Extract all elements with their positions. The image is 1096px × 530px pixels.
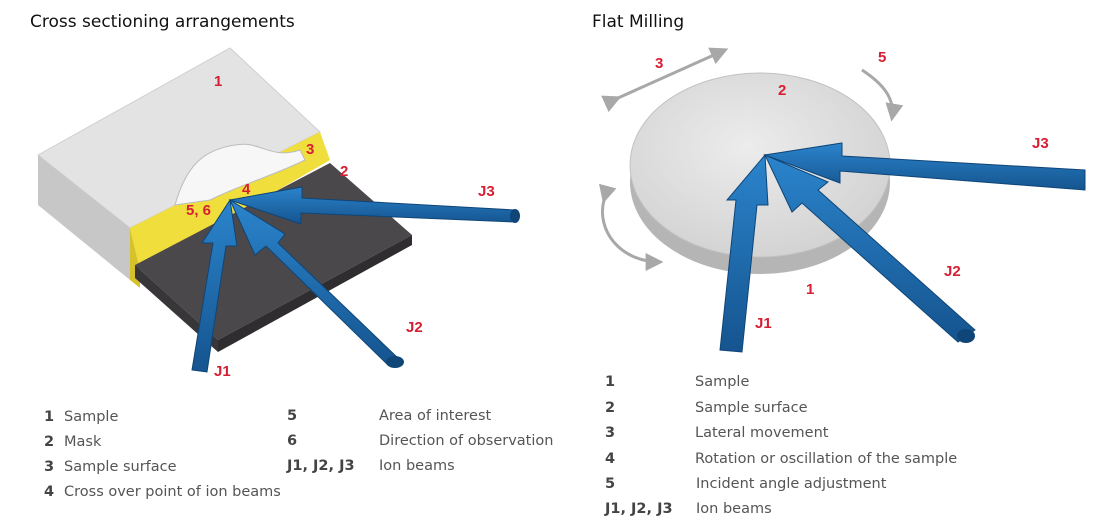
label-sample-right: 1 — [806, 281, 814, 298]
beam-j3-left — [229, 186, 516, 225]
legend-key: 3 — [605, 425, 616, 441]
label-beam-j2-left: J2 — [406, 319, 423, 336]
sample-plate-side — [135, 265, 218, 352]
legend-key: 5 — [605, 476, 616, 492]
legend-text: Direction of observation — [379, 433, 554, 449]
legend-text: Sample — [64, 409, 119, 425]
label-area-direction: 5, 6 — [186, 202, 211, 219]
left-diagram-title: Cross sectioning arrangements — [30, 12, 295, 32]
legend-text: Sample surface — [64, 459, 177, 475]
ion-beams-left — [191, 186, 520, 373]
legend-key: 5 — [287, 408, 298, 424]
beam-j2-right — [763, 154, 976, 343]
legend-key: 6 — [287, 433, 298, 449]
legend-key: 4 — [605, 451, 616, 467]
beam-j3-right — [763, 142, 1086, 191]
beam-j1-right — [719, 153, 769, 353]
legend-key: 1 — [605, 374, 616, 390]
legend-text: Rotation or oscillation of the sample — [695, 451, 958, 467]
legend-text: Mask — [64, 434, 102, 450]
label-crossover: 4 — [242, 181, 251, 198]
legend-text: Cross over point of ion beams — [64, 484, 281, 500]
label-incident-angle: 5 — [878, 49, 886, 66]
label-sample-surface-right: 2 — [778, 82, 786, 99]
label-beam-j1-right: J1 — [755, 315, 772, 332]
lateral-movement-arrow — [601, 47, 729, 113]
beam-j1-left — [191, 198, 238, 373]
cross-section-diagram: 1 2 3 4 5, 6 J1 J2 J3 — [37, 47, 520, 380]
legend-key: 2 — [605, 400, 616, 416]
legend-text: Lateral movement — [695, 425, 829, 441]
cross-section-cavity — [174, 143, 306, 206]
label-beam-j3-right: J3 — [1032, 135, 1049, 152]
legend-key: J1, J2, J3 — [287, 458, 355, 474]
legend-text: Sample surface — [695, 400, 808, 416]
legend-key: 2 — [44, 434, 55, 450]
flat-milling-diagram: 1 2 3 5 J1 J2 J3 — [598, 47, 1086, 353]
sample-block-front — [38, 155, 130, 280]
rotation-arrow — [598, 183, 664, 271]
label-beam-j3-left: J3 — [478, 183, 495, 200]
label-mask: 2 — [340, 163, 348, 180]
ion-beams-right — [719, 142, 1086, 353]
beam-j2-tail — [386, 356, 404, 368]
label-lateral-movement: 3 — [655, 55, 663, 72]
legend-text: Ion beams — [696, 501, 772, 517]
beam-j2-left — [228, 198, 401, 366]
label-sample: 1 — [214, 73, 222, 90]
legend-key: 4 — [44, 484, 55, 500]
incident-angle-arrow — [861, 68, 904, 122]
legend-key: 1 — [44, 409, 55, 425]
right-diagram-title: Flat Milling — [592, 12, 685, 32]
beam-j3-tail — [510, 209, 520, 223]
label-sample-surface: 3 — [306, 141, 314, 158]
legend-key: J1, J2, J3 — [605, 501, 673, 517]
legend-text: Sample — [695, 374, 750, 390]
beam-j2-right-tail — [957, 329, 975, 343]
label-beam-j2-right: J2 — [944, 263, 961, 280]
legend-key: 3 — [44, 459, 55, 475]
legend-text: Area of interest — [379, 408, 492, 424]
legend-text: Ion beams — [379, 458, 455, 474]
legend-text: Incident angle adjustment — [696, 476, 887, 492]
label-beam-j1-left: J1 — [214, 363, 231, 380]
